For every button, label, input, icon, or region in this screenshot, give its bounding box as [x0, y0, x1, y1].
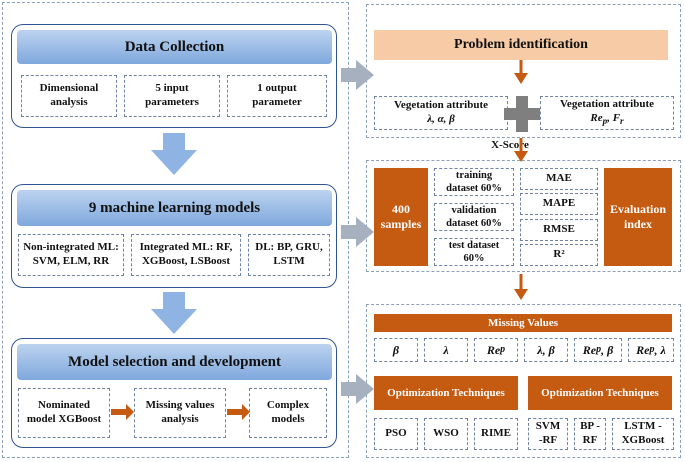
- training-dataset-box: training dataset 60%: [434, 168, 514, 196]
- mape-box: MAPE: [520, 193, 598, 215]
- missing-values-title: Missing Values: [374, 314, 672, 332]
- problem-identification-title: Problem identification: [374, 30, 668, 60]
- blue-down-arrow-1: [151, 133, 197, 175]
- blue-down-arrow-2: [151, 292, 197, 334]
- bp-rf-box: BP -RF: [574, 418, 606, 450]
- nominated-model-box: Nominated model XGBoost: [18, 388, 110, 438]
- vegetation-attribute-right-label: Vegetation attribute: [560, 98, 654, 111]
- vegetation-attribute-left-box: Vegetation attribute λ, α, β: [374, 96, 508, 130]
- evaluation-panel: [366, 160, 681, 272]
- integrated-ml-box: Integrated ML: RF, XGBoost, LSBoost: [131, 234, 241, 276]
- dimensional-analysis-box: Dimensional analysis: [21, 75, 117, 117]
- input-parameters-box: 5 input parameters: [124, 75, 220, 117]
- validation-dataset-box: validation dataset 60%: [434, 203, 514, 231]
- missing-lambda-beta-box: λ, β: [524, 338, 568, 362]
- gray-right-arrow-1: [341, 60, 374, 90]
- vegetation-attribute-left-label: Vegetation attribute: [394, 99, 488, 112]
- missing-lambda-box: λ: [424, 338, 468, 362]
- data-collection-title: Data Collection: [17, 30, 332, 64]
- wso-box: WSO: [424, 418, 468, 450]
- data-collection-panel: [11, 24, 337, 128]
- missing-values-panel: [366, 304, 681, 458]
- orange-right-arrow-1: [126, 404, 134, 420]
- ml-models-panel: [11, 184, 337, 288]
- vegetation-attribute-right-box: Vegetation attribute Rep, Fr: [540, 96, 674, 130]
- optimization-right-title: Optimization Techniques: [528, 376, 672, 410]
- lstm-xgboost-box: LSTM -XGBoost: [612, 418, 674, 450]
- model-selection-title: Model selection and development: [17, 344, 332, 380]
- evaluation-index-box: Evaluation index: [604, 168, 672, 266]
- vegetation-attribute-left-params: λ, α, β: [427, 113, 455, 125]
- gray-right-arrow-3: [341, 374, 374, 404]
- output-parameter-box: 1 output parameter: [227, 75, 327, 117]
- orange-right-arrow-2: [242, 404, 250, 420]
- optimization-left-title: Optimization Techniques: [374, 376, 518, 410]
- deep-learning-box: DL: BP, GRU, LSTM: [248, 234, 330, 276]
- svm-rf-box: SVM -RF: [528, 418, 568, 450]
- non-integrated-ml-box: Non-integrated ML: SVM, ELM, RR: [18, 234, 124, 276]
- r2-box: R²: [520, 244, 598, 266]
- orange-down-arrow-3: [514, 289, 528, 300]
- missing-beta-box: β: [374, 338, 418, 362]
- orange-down-arrow-2: [514, 151, 528, 162]
- vegetation-attribute-right-params: Rep, Fr: [590, 112, 624, 127]
- xscore-label: X-Score: [491, 139, 529, 151]
- test-dataset-box: test dataset 60%: [434, 238, 514, 266]
- rmse-box: RMSE: [520, 219, 598, 241]
- pso-box: PSO: [374, 418, 418, 450]
- plus-icon: [504, 96, 540, 132]
- ml-models-title: 9 machine learning models: [17, 190, 332, 226]
- mae-box: MAE: [520, 168, 598, 190]
- complex-models-box: Complex models: [249, 388, 327, 438]
- model-selection-panel: [11, 338, 337, 448]
- missing-values-analysis-box: Missing values analysis: [134, 388, 226, 438]
- samples-box: 400 samples: [374, 168, 428, 266]
- rime-box: RIME: [474, 418, 518, 450]
- gray-right-arrow-2: [341, 217, 374, 247]
- orange-down-arrow-1: [514, 73, 528, 84]
